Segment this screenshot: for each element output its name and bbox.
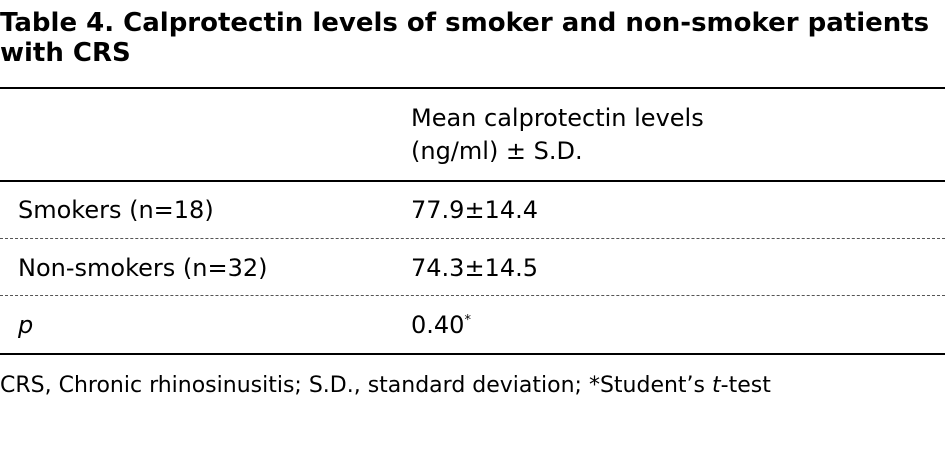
table-bottom-rule bbox=[0, 353, 945, 355]
p-value-text: 0.40 bbox=[411, 311, 465, 339]
row-value-non-smokers: 74.3±14.5 bbox=[411, 254, 538, 282]
table-header-col2-line1: Mean calprotectin levels bbox=[411, 104, 704, 132]
table-footnote: CRS, Chronic rhinosinusitis; S.D., stand… bbox=[0, 372, 771, 400]
row-label-smokers: Smokers (n=18) bbox=[18, 196, 214, 224]
table-header-col2-line2: (ng/ml) ± S.D. bbox=[411, 137, 583, 165]
row-value-smokers: 77.9±14.4 bbox=[411, 196, 538, 224]
footnote-text-end: -test bbox=[720, 373, 771, 398]
table-title: Table 4. Calprotectin levels of smoker a… bbox=[0, 8, 930, 68]
table-top-rule bbox=[0, 87, 945, 89]
row-divider bbox=[0, 238, 945, 239]
row-value-p: 0.40* bbox=[411, 310, 471, 340]
footnote-italic: t bbox=[712, 373, 721, 398]
row-label-p: p bbox=[18, 311, 34, 339]
row-divider bbox=[0, 295, 945, 296]
table-header-rule bbox=[0, 180, 945, 182]
footnote-text: CRS, Chronic rhinosinusitis; S.D., stand… bbox=[0, 373, 712, 398]
p-value-mark: * bbox=[464, 313, 471, 328]
row-label-non-smokers: Non-smokers (n=32) bbox=[18, 254, 268, 282]
